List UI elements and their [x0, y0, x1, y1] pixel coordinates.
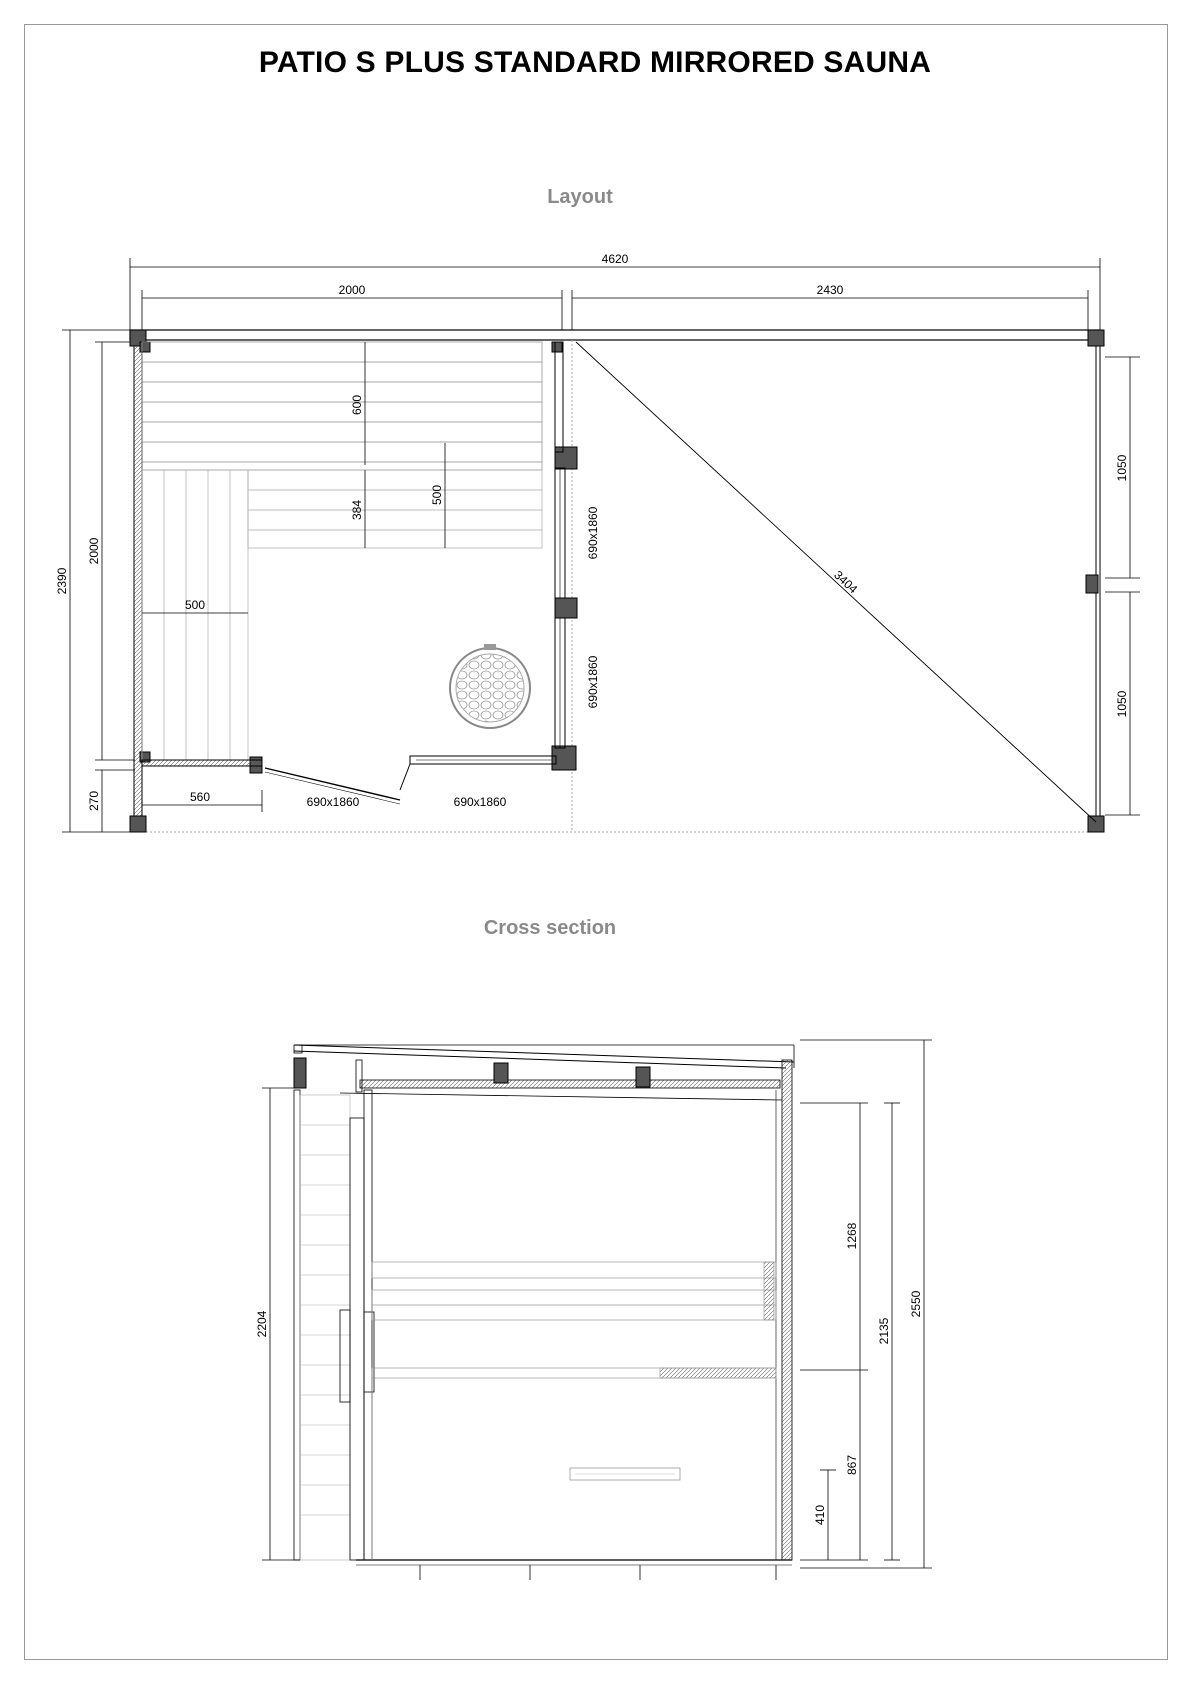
cross-section-heading: Cross section [483, 917, 617, 939]
dim-overall-height: 2550 [909, 1290, 923, 1317]
dim-inner-height: 2000 [87, 537, 101, 564]
dim-bench-gap: 384 [350, 500, 364, 520]
dim-bench-depth: 500 [430, 485, 444, 505]
dim-total-height: 2390 [55, 567, 69, 594]
dim-lower-bench: 867 [845, 1455, 859, 1475]
dim-porch-depth: 270 [87, 791, 101, 811]
door-leaf [264, 767, 401, 801]
upper-bench [141, 341, 543, 471]
dim-step: 410 [813, 1505, 827, 1525]
dim-diagonal: 3404 [831, 568, 860, 597]
cross-section [262, 1039, 932, 1580]
left-dimension-lines [62, 329, 135, 833]
door-handle [339, 1309, 351, 1403]
top-dimension-lines [129, 258, 1101, 330]
dim-window-b: 690x1860 [586, 655, 600, 708]
dim-side-upper: 1050 [1115, 454, 1129, 481]
dim-bench-to-floor: 2135 [877, 1317, 891, 1344]
dim-door: 690x1860 [307, 795, 360, 809]
ceiling-panel [359, 1079, 781, 1089]
heater [449, 644, 531, 729]
front-wall [141, 759, 263, 767]
dim-window-c: 690x1860 [454, 795, 507, 809]
upper-bench-section [371, 1261, 777, 1321]
lower-bench [247, 469, 543, 549]
dim-bench-upper: 600 [350, 395, 364, 415]
dim-left-width: 2000 [339, 283, 366, 297]
layout-heading: Layout [547, 186, 613, 208]
lower-bench-section [371, 1367, 777, 1560]
dim-bench-side: 500 [185, 598, 205, 612]
roof-beam-top [129, 329, 1101, 341]
right-wall [781, 1059, 793, 1561]
dim-upper-bench: 1268 [845, 1222, 859, 1249]
diagonal-dimension [575, 341, 1097, 823]
heater-section [569, 1467, 681, 1481]
drawing-title: PATIO S PLUS STANDARD MIRRORED SAUNA [258, 46, 932, 79]
dim-entry-width: 560 [190, 790, 210, 804]
dim-total-width: 4620 [602, 252, 629, 266]
dim-interior-height: 2204 [255, 1310, 269, 1337]
right-dimension-lines [1105, 356, 1140, 816]
front-window [409, 755, 557, 765]
layout-plan [62, 258, 1140, 833]
porch-slats [299, 1094, 351, 1561]
bench-dimension-lines [142, 342, 446, 812]
dim-window-a: 690x1860 [586, 506, 600, 559]
dim-right-width: 2430 [817, 283, 844, 297]
page-border [24, 24, 1168, 1660]
side-bench [141, 469, 249, 761]
glass-front [349, 1117, 365, 1561]
partition-wall [554, 341, 564, 453]
dim-side-lower: 1050 [1115, 690, 1129, 717]
section-dimension-lines [262, 1039, 932, 1569]
